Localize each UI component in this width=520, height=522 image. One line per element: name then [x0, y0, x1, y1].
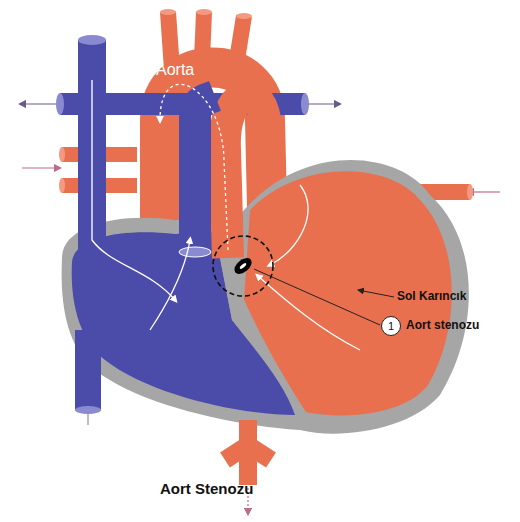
- callout-circle: 1: [381, 316, 401, 336]
- part-label: Aorta: [156, 60, 236, 80]
- part-label: Sol Karıncık: [397, 289, 512, 304]
- callout-number: 1: [388, 321, 394, 332]
- caption: Aort Stenozu: [160, 480, 360, 497]
- callout-label: Aort stenozu: [406, 318, 486, 333]
